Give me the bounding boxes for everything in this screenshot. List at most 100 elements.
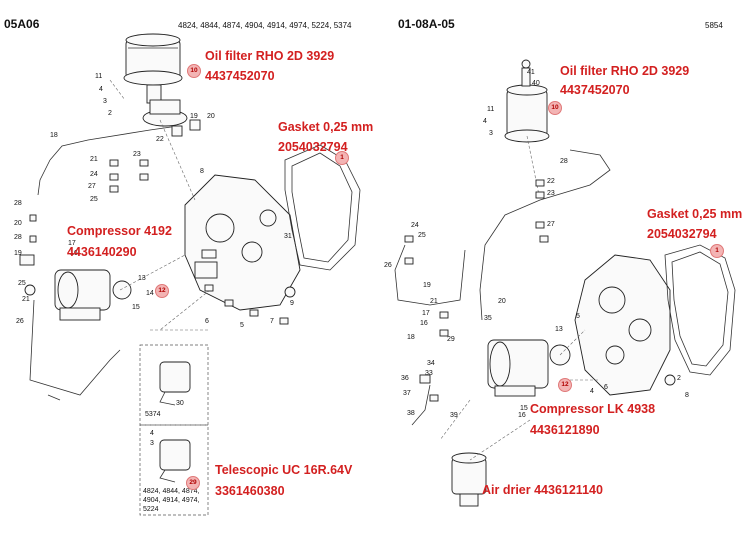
part-number: 13 (138, 275, 146, 282)
gasket-callout-left: Gasket 0,25 mm 2054032794 (278, 120, 373, 155)
part-number: 27 (547, 221, 555, 228)
callout-number: 4436121890 (530, 423, 600, 437)
ref-badge: 1 (335, 151, 349, 165)
part-number: 16 (420, 320, 428, 327)
oil-filter-left (123, 33, 188, 127)
part-number: 38 (407, 410, 415, 417)
part-number: 33 (425, 370, 433, 377)
part-number: 4 (590, 388, 594, 395)
compressor-callout-right: Compressor LK 4938 4436121890 (530, 402, 655, 438)
part-number: 19 (14, 250, 22, 257)
callout-number: 4436140290 (67, 245, 137, 259)
part-number: 19 (190, 113, 198, 120)
part-number: 31 (284, 233, 292, 240)
part-number: 11 (487, 106, 495, 113)
callout-name: Air drier 4436121140 (482, 483, 603, 497)
part-number: 2 (677, 375, 681, 382)
callout-name: Oil filter RHO 2D 3929 (205, 49, 335, 63)
part-number: 11 (95, 73, 103, 80)
part-number: 17 (422, 310, 430, 317)
inset-bottom-label-1: 4824, 4844, 4874, (143, 488, 200, 495)
air-drier (451, 452, 487, 507)
part-number: 8 (685, 392, 689, 399)
part-number: 9 (290, 300, 294, 307)
ref-badge: 10 (548, 101, 562, 115)
part-number: 5 (576, 313, 580, 320)
gasket-callout-right: Gasket 0,25 mm 2054032794 (647, 207, 742, 242)
part-number: 15 (132, 304, 140, 311)
oil-filter-callout-right: Oil filter RHO 2D 3929 4437452070 (560, 64, 689, 98)
callout-number: 3361460380 (215, 484, 285, 498)
part-number: 21 (430, 298, 438, 305)
part-number: 28 (14, 200, 22, 207)
callout-name: Gasket 0,25 mm (647, 207, 743, 221)
part-number: 37 (403, 390, 411, 397)
inset-bottom-label-3: 5224 (143, 506, 159, 513)
oil-filter-callout-left: Oil filter RHO 2D 3929 4437452070 (205, 49, 334, 84)
part-number: 16 (70, 250, 78, 257)
part-number: 20 (498, 298, 506, 305)
part-number: 5 (240, 322, 244, 329)
callout-name: Compressor 4192 (67, 224, 172, 238)
part-number: 27 (88, 183, 96, 190)
part-number: 3 (489, 130, 493, 137)
part-number: 34 (427, 360, 435, 367)
callout-number: 2054032794 (278, 140, 348, 154)
part-number: 2 (108, 110, 112, 117)
part-number: 41 (527, 69, 535, 76)
inset-ref: 30 (176, 400, 184, 407)
compressor-callout-left: Compressor 4192 4436140290 (67, 224, 172, 260)
oil-filter-right (504, 59, 550, 143)
part-number: 22 (547, 178, 555, 185)
inset-telescopic (139, 424, 209, 516)
part-number: 39 (450, 412, 458, 419)
part-number: 6 (205, 318, 209, 325)
part-number: 4 (99, 86, 103, 93)
part-number: 25 (90, 196, 98, 203)
ref-badge: 1 (710, 244, 724, 258)
timing-cover-left (184, 174, 301, 311)
part-number: 26 (16, 318, 24, 325)
callout-number: 2054032794 (647, 227, 717, 241)
right-panel-model: 5854 (705, 21, 723, 30)
part-number: 36 (401, 375, 409, 382)
part-number: 20 (207, 113, 215, 120)
part-number: 20 (14, 220, 22, 227)
part-number: 24 (90, 171, 98, 178)
part-number: 35 (484, 315, 492, 322)
part-number: 15 (520, 405, 528, 412)
part-number: 28 (560, 158, 568, 165)
part-number: 25 (18, 280, 26, 287)
right-panel-code: 01-08A-05 (398, 17, 455, 31)
callout-name: Oil filter RHO 2D 3929 (560, 64, 690, 78)
inset-top-label: 5374 (145, 411, 161, 418)
air-drier-callout-right: Air drier 4436121140 (482, 483, 603, 498)
part-number: 6 (604, 384, 608, 391)
callout-number: 4437452070 (560, 83, 630, 97)
part-number: 18 (50, 132, 58, 139)
part-number: 25 (418, 232, 426, 239)
part-number: 23 (547, 190, 555, 197)
telescopic-callout-left: Telescopic UC 16R.64V 3361460380 (215, 463, 352, 499)
part-number: 22 (156, 136, 164, 143)
callout-number: 4437452070 (205, 69, 275, 83)
part-number: 23 (133, 151, 141, 158)
part-number: 14 (146, 290, 154, 297)
part-number: 8 (200, 168, 204, 175)
inset-bottom-label-2: 4904, 4914, 4974, (143, 497, 200, 504)
part-number: 21 (22, 296, 30, 303)
part-number: 16 (518, 412, 526, 419)
part-number: 7 (270, 318, 274, 325)
ref-badge: 10 (187, 64, 201, 78)
timing-cover-right (574, 254, 671, 396)
part-number: 40 (532, 80, 540, 87)
part-number: 4 (483, 118, 487, 125)
part-number: 19 (423, 282, 431, 289)
ref-badge: 12 (155, 284, 169, 298)
part-number: 13 (555, 326, 563, 333)
part-number: 24 (411, 222, 419, 229)
ref-badge: 12 (558, 378, 572, 392)
inset-5374 (139, 344, 209, 426)
